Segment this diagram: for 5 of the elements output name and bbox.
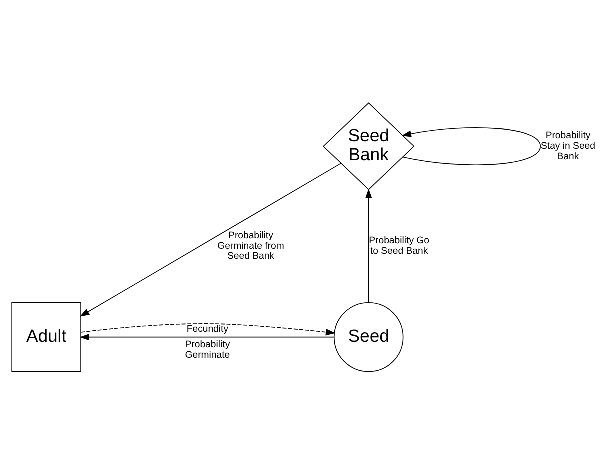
edge-label: Fecundity bbox=[186, 324, 229, 336]
edge-label: Probability Stay in Seed Bank bbox=[541, 130, 596, 162]
edge-label: Probability Go to Seed Bank bbox=[369, 236, 430, 258]
edge-label: Probability Germinate from Seed Bank bbox=[218, 230, 284, 262]
edge-label: Probability Germinate bbox=[185, 339, 230, 361]
